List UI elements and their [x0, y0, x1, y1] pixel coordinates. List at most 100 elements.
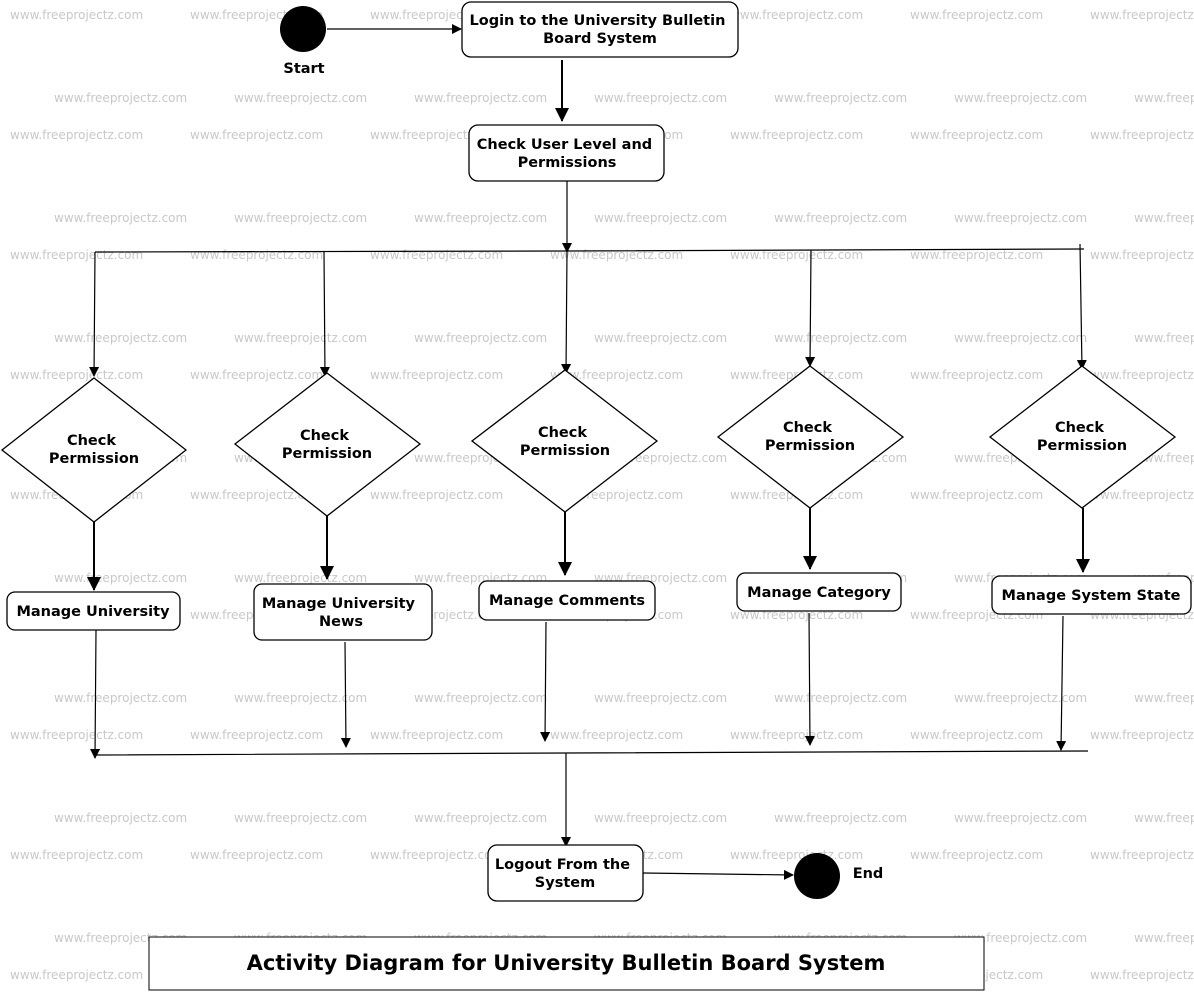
watermark-text: www.freeprojectz.com: [190, 488, 323, 502]
watermark-text: www.freeprojectz.com: [370, 848, 503, 862]
watermark-text: www.freeprojectz.com: [414, 91, 547, 105]
watermark-text: www.freeprojectz.com: [1134, 91, 1194, 105]
activity-logout: Logout From the System: [487, 844, 644, 902]
watermark-text: www.freeprojectz.com: [54, 571, 187, 585]
watermark-text: www.freeprojectz.com: [234, 331, 367, 345]
watermark-text: www.freeprojectz.com: [1090, 248, 1194, 262]
watermark-text: www.freeprojectz.com: [730, 368, 863, 382]
watermark-text: www.freeprojectz.com: [10, 128, 143, 142]
watermark-text: www.freeprojectz.com: [910, 848, 1043, 862]
watermark-text: www.freeprojectz.com: [774, 211, 907, 225]
edge-fork-decision-3: [561, 250, 572, 374]
watermark-text: www.freeprojectz.com: [730, 848, 863, 862]
decision-4-label: Check Permission: [765, 420, 855, 454]
activity-manage-category-label: Manage Category: [747, 585, 891, 601]
watermark-text: www.freeprojectz.com: [234, 691, 367, 705]
watermark-text: www.freeprojectz.com: [54, 91, 187, 105]
edge-logout-end: [642, 869, 794, 880]
watermark-text: www.freeprojectz.com: [730, 728, 863, 742]
edge-manage-system-state-join: [1056, 615, 1067, 751]
watermark-text: www.freeprojectz.com: [1134, 691, 1194, 705]
watermark-text: www.freeprojectz.com: [190, 128, 323, 142]
watermark-text: www.freeprojectz.com: [954, 811, 1087, 825]
edge-fork-decision-4: [805, 249, 816, 367]
decision-2-label: Check Permission: [282, 428, 372, 462]
start-label: Start: [283, 61, 324, 77]
start-node: [280, 6, 326, 52]
decision-5-label: Check Permission: [1037, 420, 1127, 454]
watermark-text: www.freeprojectz.com: [1090, 488, 1194, 502]
edge-manage-university-join: [90, 629, 101, 759]
watermark-text: www.freeprojectz.com: [54, 211, 187, 225]
watermark-text: www.freeprojectz.com: [594, 811, 727, 825]
diagram-title-box: Activity Diagram for University Bulletin…: [148, 936, 985, 991]
edge-fork-decision-2: [319, 251, 330, 377]
watermark-text: www.freeprojectz.com: [774, 811, 907, 825]
watermark-text: www.freeprojectz.com: [730, 8, 863, 22]
watermark-text: www.freeprojectz.com: [1090, 368, 1194, 382]
edge-fork-decision-1: [89, 251, 100, 377]
watermark-text: www.freeprojectz.com: [10, 848, 143, 862]
watermark-text: www.freeprojectz.com: [1090, 8, 1194, 22]
watermark-text: www.freeprojectz.com: [910, 8, 1043, 22]
decision-4: Check Permission: [716, 365, 905, 509]
watermark-text: www.freeprojectz.com: [1090, 968, 1194, 982]
decision-5: Check Permission: [988, 365, 1177, 509]
watermark-text: www.freeprojectz.com: [550, 728, 683, 742]
watermark-text: www.freeprojectz.com: [910, 368, 1043, 382]
watermark-text: www.freeprojectz.com: [954, 211, 1087, 225]
watermark-text: www.freeprojectz.com: [1134, 211, 1194, 225]
watermark-text: www.freeprojectz.com: [594, 91, 727, 105]
watermark-text: www.freeprojectz.com: [910, 248, 1043, 262]
activity-manage-university-label: Manage University: [16, 604, 170, 620]
watermark-text: www.freeprojectz.com: [414, 691, 547, 705]
activity-check-user-level: Check User Level and Permissions: [468, 124, 665, 182]
watermark-text: www.freeprojectz.com: [954, 691, 1087, 705]
activity-login-label: Login to the University Bulletin Board S…: [470, 13, 731, 47]
watermark-text: www.freeprojectz.com: [10, 8, 143, 22]
watermark-text: www.freeprojectz.com: [774, 331, 907, 345]
decision-1: Check Permission: [0, 377, 188, 523]
activity-check-user-level-label: Check User Level and Permissions: [477, 137, 657, 171]
watermark-text: www.freeprojectz.com: [370, 728, 503, 742]
activity-logout-label: Logout From the System: [495, 857, 635, 891]
watermark-text: www.freeprojectz.com: [10, 728, 143, 742]
watermark-text: www.freeprojectz.com: [190, 368, 323, 382]
watermark-text: www.freeprojectz.com: [190, 248, 323, 262]
watermark-text: www.freeprojectz.com: [594, 211, 727, 225]
watermark-text: www.freeprojectz.com: [190, 848, 323, 862]
watermark-text: www.freeprojectz.com: [414, 331, 547, 345]
watermark-text: www.freeprojectz.com: [54, 811, 187, 825]
end-label: End: [853, 866, 884, 882]
watermark-text: www.freeprojectz.com: [10, 968, 143, 982]
activity-manage-system-state-label: Manage System State: [1002, 588, 1181, 604]
edge-manage-category-join: [804, 612, 815, 746]
watermark-text: www.freeprojectz.com: [414, 811, 547, 825]
watermark-text: www.freeprojectz.com: [234, 211, 367, 225]
watermark-text: www.freeprojectz.com: [954, 331, 1087, 345]
activity-login: Login to the University Bulletin Board S…: [461, 1, 739, 58]
edge-fork-decision-5: [1076, 243, 1087, 370]
decision-1-label: Check Permission: [49, 433, 139, 467]
decision-3-label: Check Permission: [520, 425, 610, 459]
activity-manage-comments: Manage Comments: [478, 580, 656, 621]
watermark-text: www.freeprojectz.com: [954, 91, 1087, 105]
watermark-text: www.freeprojectz.com: [1134, 331, 1194, 345]
watermark-text: www.freeprojectz.com: [730, 248, 863, 262]
watermark-text: www.freeprojectz.com: [1090, 848, 1194, 862]
watermark-text: www.freeprojectz.com: [774, 691, 907, 705]
watermark-text: www.freeprojectz.com: [414, 211, 547, 225]
watermark-text: www.freeprojectz.com: [594, 331, 727, 345]
watermark-text: www.freeprojectz.com: [910, 128, 1043, 142]
activity-manage-university-news-label: Manage University News: [262, 596, 420, 630]
watermark-text: www.freeprojectz.com: [234, 571, 367, 585]
activity-manage-university-news: Manage University News: [253, 583, 433, 641]
edge-manage-news-join: [340, 641, 351, 748]
activity-manage-category: Manage Category: [736, 572, 902, 612]
watermark-text: www.freeprojectz.com: [234, 91, 367, 105]
watermark-text: www.freeprojectz.com: [774, 91, 907, 105]
decision-2: Check Permission: [233, 372, 422, 517]
watermark-text: www.freeprojectz.com: [594, 691, 727, 705]
watermark-text: www.freeprojectz.com: [1090, 128, 1194, 142]
